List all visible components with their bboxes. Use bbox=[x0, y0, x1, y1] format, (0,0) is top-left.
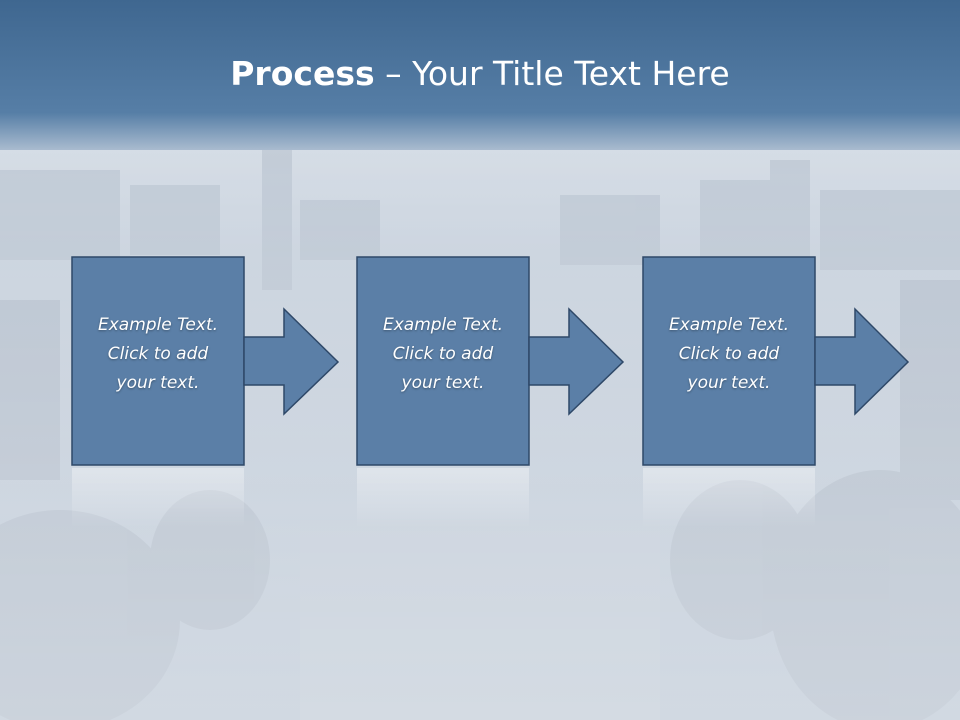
step-text-line: your text. bbox=[687, 373, 771, 393]
step-text-line: Click to add bbox=[678, 344, 780, 364]
title-bold: Process bbox=[230, 54, 375, 93]
slide-title[interactable]: Process – Your Title Text Here bbox=[0, 52, 960, 96]
step-text-line: Click to add bbox=[107, 344, 209, 364]
title-rest: – Your Title Text Here bbox=[374, 54, 730, 93]
step-text-2[interactable]: Example Text. Click to add your text. bbox=[357, 311, 529, 398]
step-text-3[interactable]: Example Text. Click to add your text. bbox=[643, 311, 815, 398]
step-text-line: Example Text. bbox=[382, 315, 504, 335]
step-text-1[interactable]: Example Text. Click to add your text. bbox=[72, 311, 244, 398]
step-text-line: Click to add bbox=[392, 344, 494, 364]
step-text-line: your text. bbox=[116, 373, 200, 393]
step-shape-3[interactable] bbox=[642, 256, 910, 528]
step-shape-1[interactable] bbox=[71, 256, 340, 528]
step-text-line: Example Text. bbox=[668, 315, 790, 335]
step-text-line: Example Text. bbox=[97, 315, 219, 335]
step-text-line: your text. bbox=[401, 373, 485, 393]
step-shape-2[interactable] bbox=[356, 256, 625, 528]
